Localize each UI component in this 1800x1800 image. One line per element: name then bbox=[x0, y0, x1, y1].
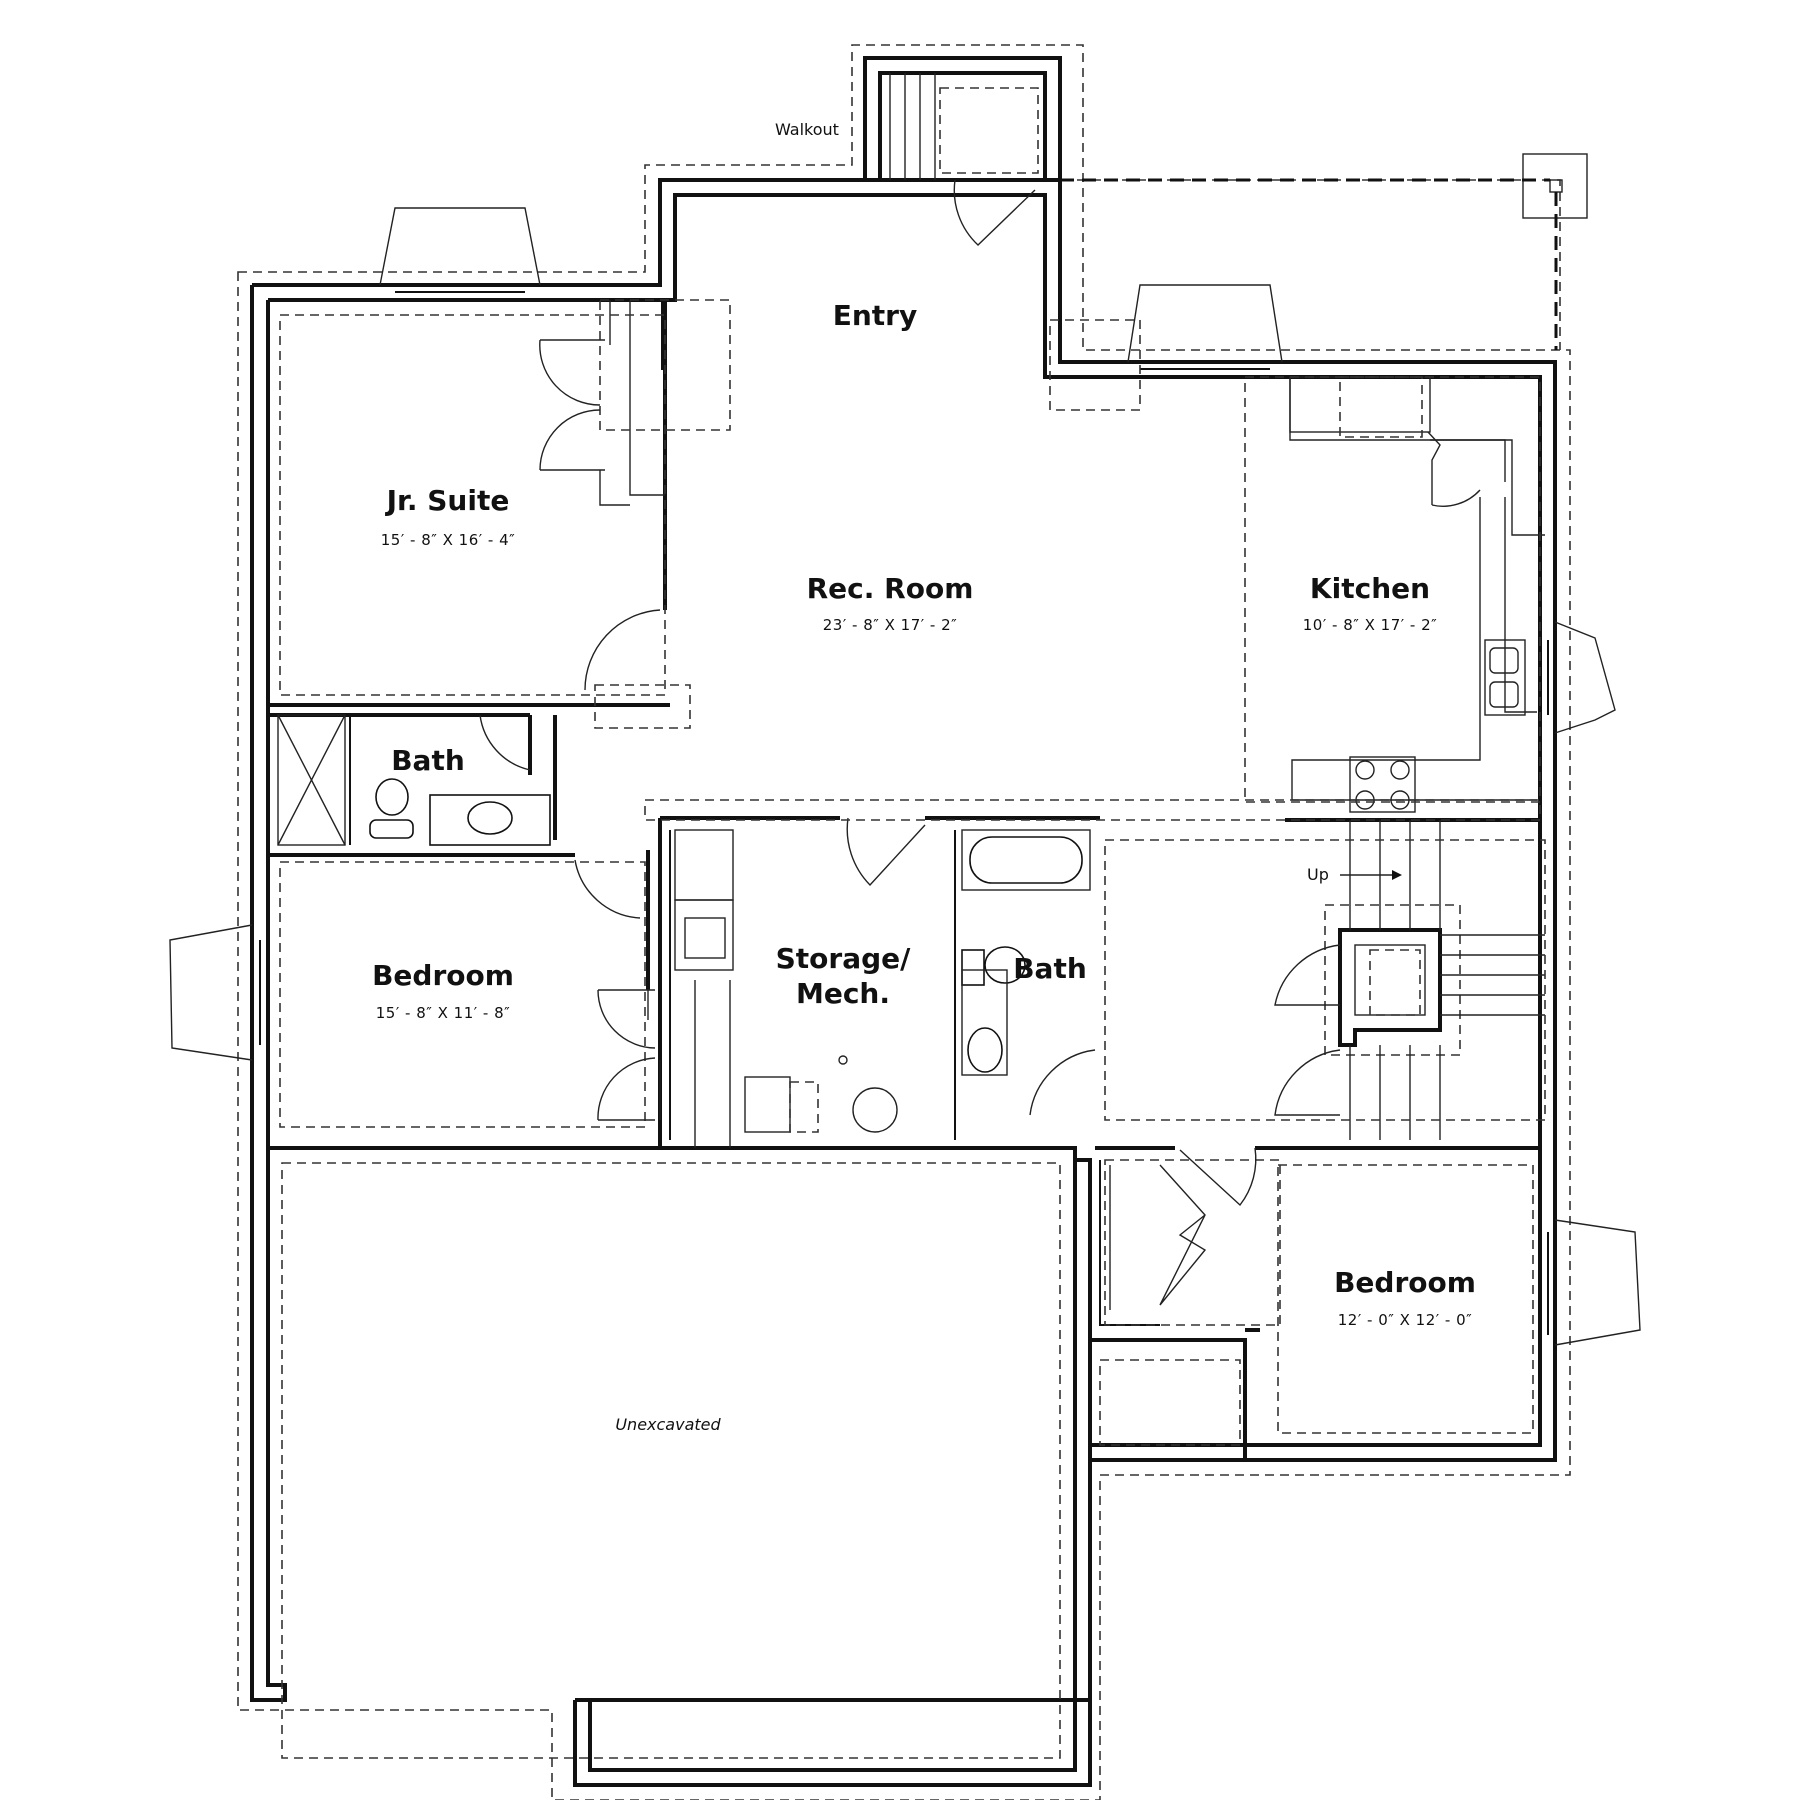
storage-mech bbox=[660, 816, 1100, 1148]
deck-post bbox=[1060, 153, 1588, 350]
bedroom-2-door[interactable] bbox=[1179, 1147, 1257, 1207]
bedroom-2 bbox=[1095, 1146, 1540, 1446]
walkout-stair: Walkout bbox=[775, 56, 1062, 180]
jr-suite-name: Jr. Suite bbox=[385, 484, 510, 517]
unexcavated-zone bbox=[281, 1162, 1061, 1759]
exterior-walls bbox=[250, 178, 1557, 1787]
bath-1-door[interactable] bbox=[479, 714, 531, 771]
storage-name-2: Mech. bbox=[796, 977, 890, 1010]
walkout-label: Walkout bbox=[775, 120, 839, 139]
jr-suite-closet-doors[interactable] bbox=[539, 339, 605, 471]
storage-door[interactable] bbox=[846, 817, 926, 887]
unexcavated-label: Unexcavated bbox=[615, 1415, 721, 1434]
rec-room-name: Rec. Room bbox=[807, 572, 974, 605]
kitchen bbox=[1049, 319, 1545, 822]
bedroom-1-name: Bedroom bbox=[372, 959, 514, 992]
bedroom-1-closet-doors[interactable] bbox=[597, 989, 656, 1121]
stair-up-label: Up bbox=[1307, 865, 1329, 884]
stair-doors[interactable] bbox=[1274, 944, 1341, 1116]
rec-room-zone bbox=[644, 799, 1541, 821]
jr-suite-dims: 15′ - 8″ X 16′ - 4″ bbox=[381, 531, 516, 549]
bath-1-name: Bath bbox=[391, 744, 465, 777]
window-wells bbox=[169, 207, 1641, 1346]
bath-1 bbox=[268, 714, 575, 857]
entry-name: Entry bbox=[833, 299, 918, 332]
bedroom-1-dims: 15′ - 8″ X 11′ - 8″ bbox=[376, 1004, 511, 1022]
entry-door[interactable] bbox=[953, 179, 1036, 246]
bedroom-2-dims: 12′ - 0″ X 12′ - 0″ bbox=[1338, 1311, 1473, 1329]
rec-pass-through bbox=[594, 684, 691, 729]
bath-2 bbox=[961, 829, 1091, 1076]
jr-suite-door[interactable] bbox=[584, 609, 661, 691]
bath-2-name: Bath bbox=[1013, 952, 1087, 985]
kitchen-name: Kitchen bbox=[1310, 572, 1430, 605]
bedroom-2-closet-doors[interactable] bbox=[1159, 1164, 1207, 1306]
bath-2-door[interactable] bbox=[1029, 1049, 1096, 1116]
kitchen-dims: 10′ - 8″ X 17′ - 2″ bbox=[1303, 616, 1438, 634]
room-labels: Entry Jr. Suite 15′ - 8″ X 16′ - 4″ Rec.… bbox=[372, 299, 1476, 1434]
staircase: Up bbox=[1104, 820, 1546, 1140]
bedroom-1-door[interactable] bbox=[574, 859, 641, 919]
bedroom-2-name: Bedroom bbox=[1334, 1266, 1476, 1299]
jr-suite-walls bbox=[268, 299, 731, 840]
bedroom-1 bbox=[279, 818, 662, 1148]
rec-room-dims: 23′ - 8″ X 17′ - 2″ bbox=[823, 616, 958, 634]
storage-name-1: Storage/ bbox=[776, 942, 912, 975]
